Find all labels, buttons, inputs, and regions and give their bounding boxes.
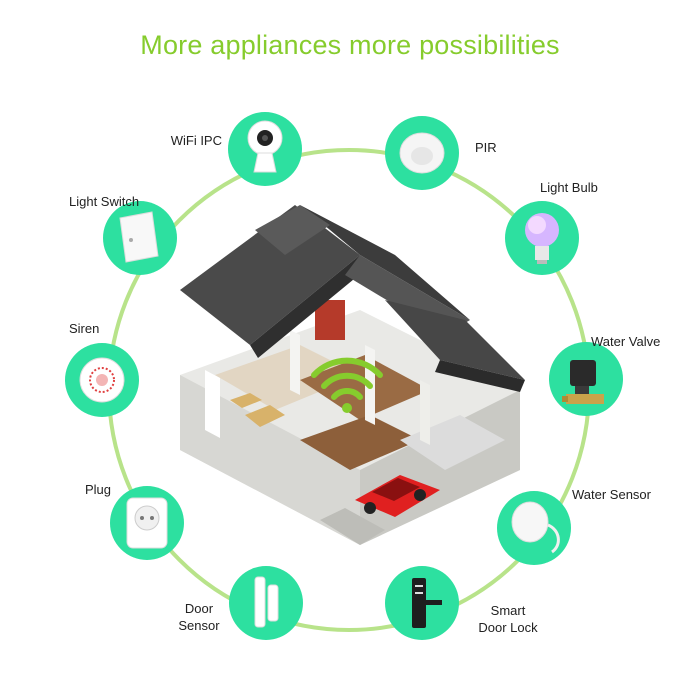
car bbox=[355, 475, 440, 517]
label-door-sensor-line1: Door bbox=[184, 601, 214, 616]
device-water-valve[interactable] bbox=[549, 342, 623, 416]
door-sensor-icon bbox=[254, 576, 279, 628]
device-smart-door-lock[interactable] bbox=[385, 566, 459, 640]
device-light-switch[interactable] bbox=[103, 201, 177, 275]
label-smart-door-lock-line2: Door Lock bbox=[478, 620, 538, 635]
label-wifi-ipc: WiFi IPC bbox=[170, 133, 222, 148]
label-pir: PIR bbox=[475, 140, 497, 155]
label-plug: Plug bbox=[85, 482, 112, 497]
label-siren: Siren bbox=[69, 321, 100, 336]
light-switch-icon bbox=[119, 211, 159, 263]
label-smart-door-lock-line1: Smart bbox=[490, 603, 526, 618]
valve-icon bbox=[562, 360, 604, 404]
water-sensor-icon bbox=[511, 501, 560, 554]
label-door-sensor-line2: Sensor bbox=[178, 618, 220, 633]
label-light-bulb: Light Bulb bbox=[540, 180, 598, 195]
motion-sensor-icon bbox=[399, 132, 445, 174]
device-siren[interactable] bbox=[65, 343, 139, 417]
camera-icon bbox=[247, 120, 283, 173]
door-lock-icon bbox=[412, 578, 442, 628]
label-smart-door-lock: Smart Door Lock bbox=[468, 602, 548, 636]
device-door-sensor[interactable] bbox=[229, 566, 303, 640]
device-wifi-ipc[interactable] bbox=[228, 112, 302, 186]
house-illustration bbox=[180, 205, 525, 545]
device-light-bulb[interactable] bbox=[505, 201, 579, 275]
plug-icon bbox=[126, 497, 168, 549]
page-title: More appliances more possibilities bbox=[140, 30, 560, 60]
wifi-icon bbox=[311, 357, 383, 413]
label-light-switch: Light Switch bbox=[69, 194, 140, 209]
label-water-sensor: Water Sensor bbox=[572, 487, 651, 502]
device-pir[interactable] bbox=[385, 116, 459, 190]
device-water-sensor[interactable] bbox=[497, 491, 571, 565]
label-door-sensor: Door Sensor bbox=[164, 600, 234, 634]
label-water-valve: Water Valve bbox=[591, 334, 661, 349]
light-bulb-icon bbox=[525, 213, 559, 264]
device-plug[interactable] bbox=[110, 486, 184, 560]
siren-icon bbox=[79, 357, 125, 403]
